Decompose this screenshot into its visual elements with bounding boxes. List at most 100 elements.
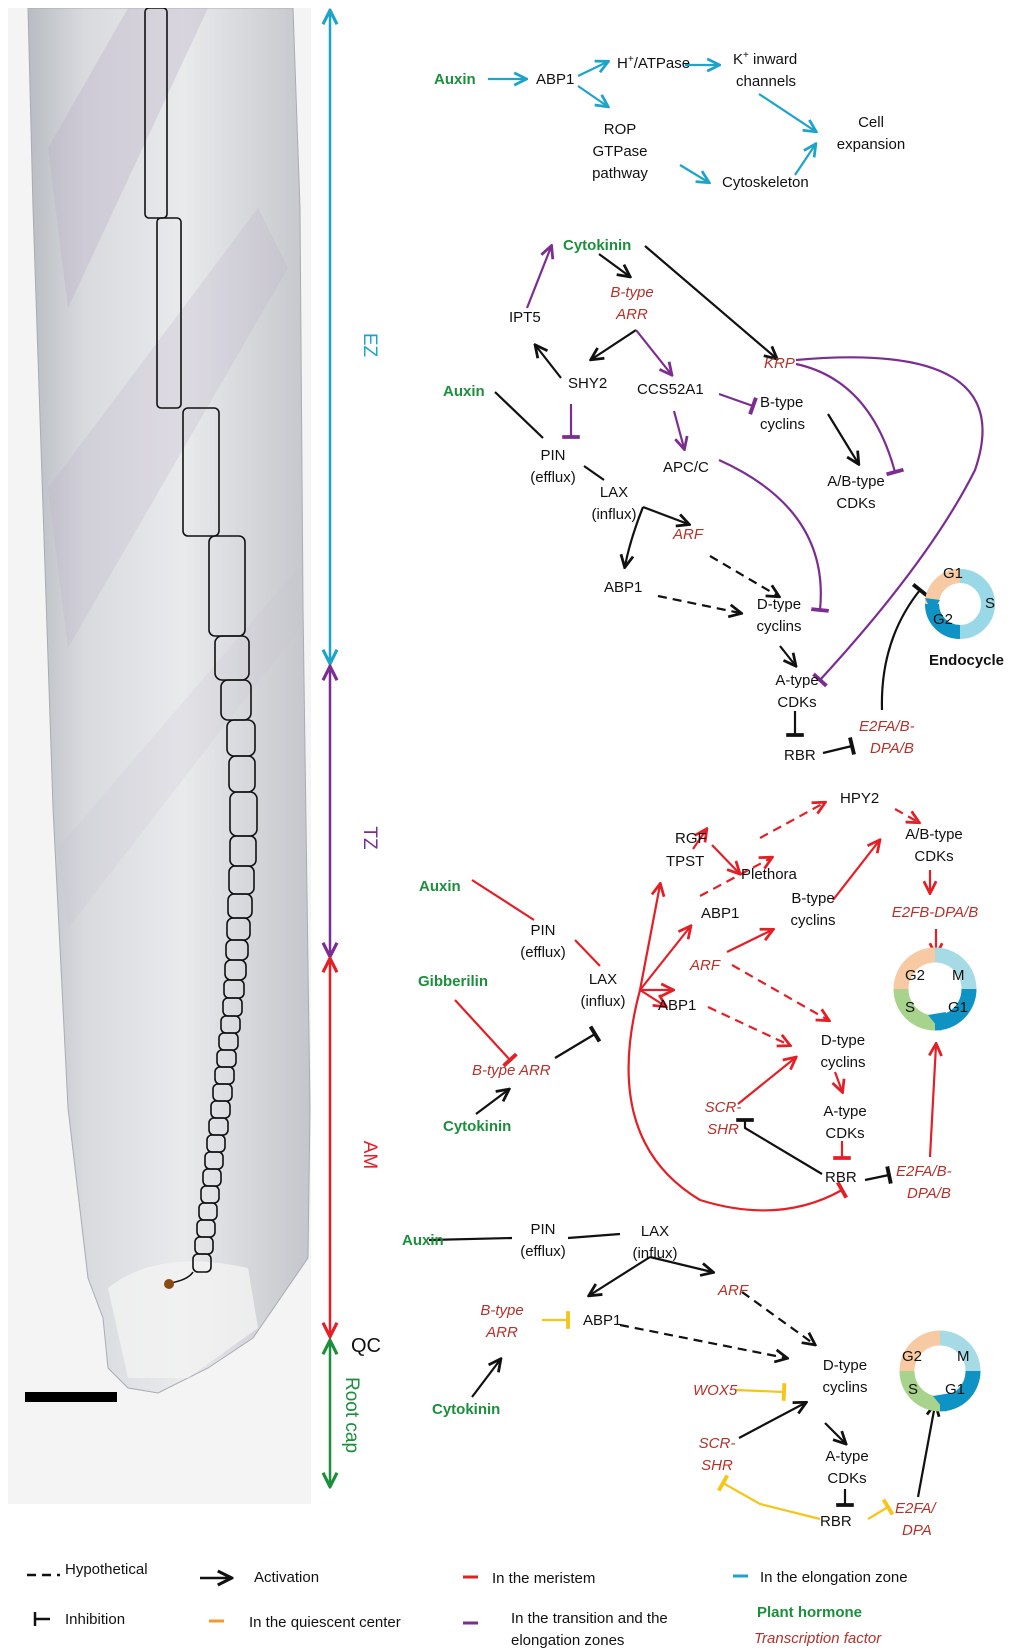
am-wheel-g1: G1: [948, 999, 968, 1016]
legend: Hypothetical Activation In the meristem …: [27, 1561, 908, 1649]
ez-labels: Auxin ABP1 H+/ATPase K+ inward channels …: [434, 50, 905, 191]
am-e2fa: E2FA/B-: [896, 1163, 952, 1180]
am-gibberilin: Gibberilin: [418, 973, 488, 990]
am-ab-cdks: A/B-type: [905, 826, 963, 843]
ez-cell-expansion-2: expansion: [837, 136, 905, 153]
am-atype-cdks-2: CDKs: [825, 1125, 864, 1142]
am-lax: LAX: [589, 971, 617, 988]
am-scr-shr-2: SHR: [707, 1121, 739, 1138]
am-btype-cyclins: B-type: [791, 890, 834, 907]
am-arf: ARF: [689, 957, 721, 974]
tz-e2fa-2: DPA/B: [870, 740, 914, 757]
am-wheel-g2: G2: [905, 967, 925, 984]
tz-e2fa: E2FA/B-: [859, 718, 915, 735]
am-e2fa-2: DPA/B: [907, 1185, 951, 1202]
tz-ab-cdks-2: CDKs: [836, 495, 875, 512]
legend-transition-2: elongation zones: [511, 1632, 624, 1649]
tz-abp1: ABP1: [604, 579, 642, 596]
qc-rbr: RBR: [820, 1513, 852, 1530]
tz-auxin: Auxin: [443, 383, 485, 400]
tz-shy2: SHY2: [568, 375, 607, 392]
qc-wheel-g2: G2: [902, 1348, 922, 1365]
root-micrograph: [8, 8, 311, 1504]
tz-labels: Cytokinin B-type ARR IPT5 KRP SHY2 CCS52…: [443, 237, 915, 764]
tz-edges: [494, 246, 984, 756]
qc-wheel-s: S: [908, 1381, 918, 1398]
tz-ab-cdks: A/B-type: [827, 473, 885, 490]
am-wheel-m: M: [952, 967, 965, 984]
qc-scr-shr-2: SHR: [701, 1457, 733, 1474]
ez-rop-3: pathway: [592, 165, 648, 182]
am-edges: [454, 803, 936, 1212]
am-ab-cdks-2: CDKs: [914, 848, 953, 865]
tz-pin-2: (efflux): [530, 469, 576, 486]
qc-edges: [428, 1232, 935, 1521]
am-scr-shr: SCR-: [705, 1099, 742, 1116]
am-dtype-cyclins: D-type: [821, 1032, 865, 1049]
am-tpst: TPST: [666, 853, 704, 870]
endocycle-label: Endocycle: [929, 652, 1004, 669]
ez-panel: [488, 62, 815, 182]
qc-atype-cdks-2: CDKs: [827, 1470, 866, 1487]
zone-label-am: AM: [359, 1141, 380, 1170]
tz-krp: KRP: [764, 355, 795, 372]
am-cytokinin: Cytokinin: [443, 1118, 511, 1135]
qc-dtype-cyclins-2: cyclins: [822, 1379, 867, 1396]
qc-auxin: Auxin: [402, 1232, 444, 1249]
am-abp1-b: ABP1: [658, 997, 696, 1014]
zone-label-root-cap: Root cap: [341, 1377, 362, 1453]
tz-cytokinin: Cytokinin: [563, 237, 631, 254]
qc-e2fa: E2FA/: [895, 1500, 937, 1517]
legend-plant-hormone: Plant hormone: [757, 1604, 862, 1621]
qc-arf: ARF: [717, 1282, 749, 1299]
ez-cell-expansion: Cell: [858, 114, 884, 131]
legend-transition: In the transition and the: [511, 1610, 668, 1627]
tz-ccs52a1: CCS52A1: [637, 381, 704, 398]
am-atype-cdks: A-type: [823, 1103, 866, 1120]
tz-atype-cdks-2: CDKs: [777, 694, 816, 711]
tz-apcc: APC/C: [663, 459, 709, 476]
ez-h-atpase: H+/ATPase: [617, 54, 690, 72]
qc-btype-arr: B-type: [480, 1302, 523, 1319]
ez-cytoskeleton: Cytoskeleton: [722, 174, 809, 191]
tz-atype-cdks: A-type: [775, 672, 818, 689]
legend-transcription-factor: Transcription factor: [754, 1630, 882, 1647]
qc-abp1: ABP1: [583, 1312, 621, 1329]
am-rgf: RGF: [675, 830, 707, 847]
am-labels: RGF HPY2 TPST Plethora A/B-type CDKs Aux…: [418, 790, 978, 1202]
qc-atype-cdks: A-type: [825, 1448, 868, 1465]
am-btype-cyclins-2: cyclins: [790, 912, 835, 929]
tz-btype-arr-2: ARR: [615, 306, 648, 323]
zone-label-tz: TZ: [359, 826, 380, 850]
am-cell-cycle-wheel: G2 M S G1: [893, 947, 977, 1031]
qc-wheel-g1: G1: [945, 1381, 965, 1398]
legend-hypothetical: Hypothetical: [65, 1561, 148, 1578]
am-dtype-cyclins-2: cyclins: [820, 1054, 865, 1071]
tz-dtype-cyclins-2: cyclins: [756, 618, 801, 635]
ez-k-channels: K+ inward: [733, 50, 797, 68]
qc-dtype-cyclins: D-type: [823, 1357, 867, 1374]
tz-arf: ARF: [672, 526, 704, 543]
tz-lax: LAX: [600, 484, 628, 501]
am-auxin: Auxin: [419, 878, 461, 895]
qc-wheel-m: M: [957, 1348, 970, 1365]
qc-pin: PIN: [530, 1221, 555, 1238]
qc-wox5: WOX5: [693, 1382, 738, 1399]
am-plethora: Plethora: [741, 866, 798, 883]
am-abp1-a: ABP1: [701, 905, 739, 922]
am-lax-2: (influx): [580, 993, 625, 1010]
ez-auxin: Auxin: [434, 71, 476, 88]
qc-pin-2: (efflux): [520, 1243, 566, 1260]
qc-labels: Auxin PIN (efflux) LAX (influx) ARF B-ty…: [402, 1221, 937, 1539]
am-pin-2: (efflux): [520, 944, 566, 961]
am-e2fb: E2FB-DPA/B: [892, 904, 978, 921]
qc-scr-shr: SCR-: [699, 1435, 736, 1452]
tz-pin: PIN: [540, 447, 565, 464]
tz-lax-2: (influx): [591, 506, 636, 523]
tz-ipt5: IPT5: [509, 309, 541, 326]
qc-cytokinin: Cytokinin: [432, 1401, 500, 1418]
endocycle-wheel: G1 S G2 Endocycle: [925, 565, 1004, 669]
am-rbr: RBR: [825, 1169, 857, 1186]
qc-cell-cycle-wheel: G2 M S G1: [899, 1330, 981, 1412]
